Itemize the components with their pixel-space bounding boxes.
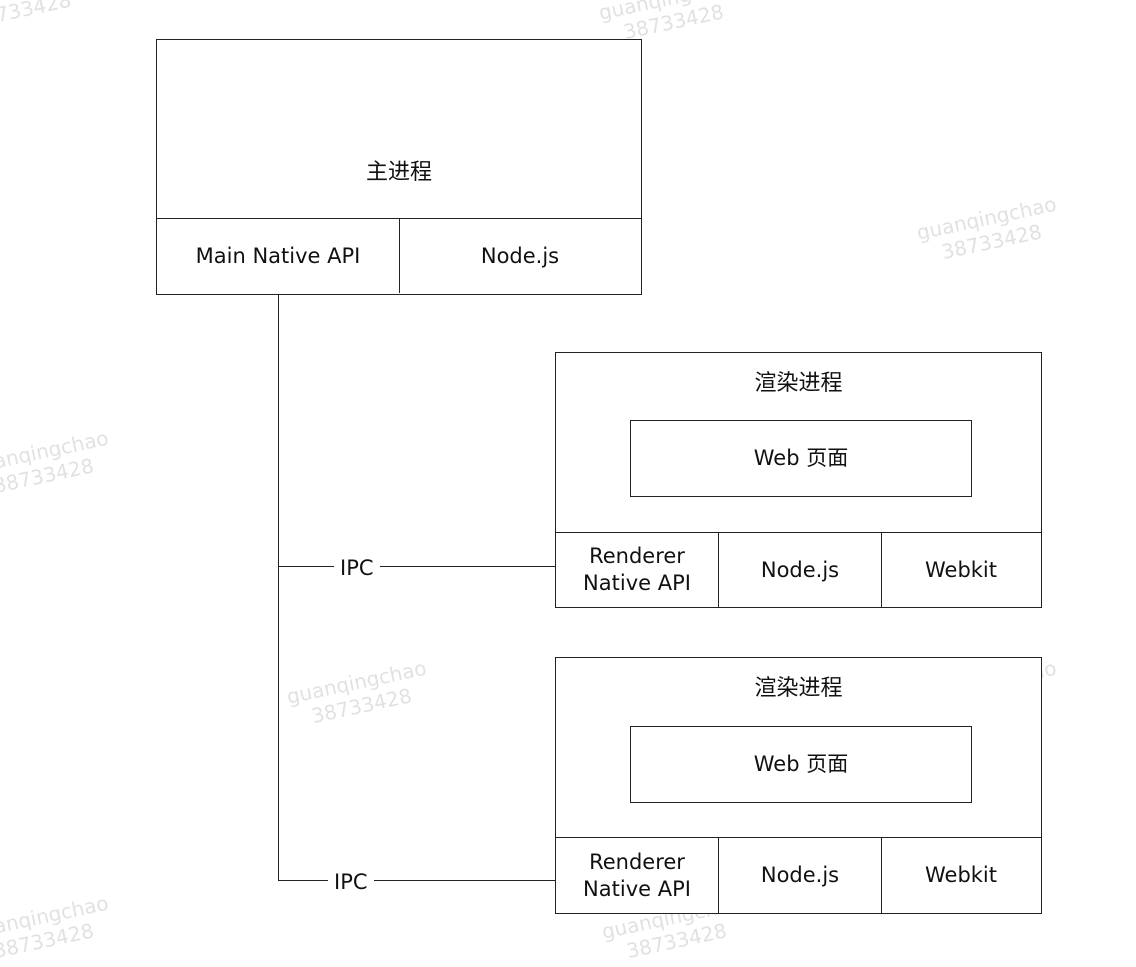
ipc-label-1: IPC <box>334 555 380 581</box>
main-process-box: 主进程 Main Native API Node.js <box>156 39 642 295</box>
ipc-connector-1 <box>278 566 556 567</box>
renderer-process-box-1: 渲染进程 Web 页面 Renderer Native API Node.js … <box>555 352 1042 608</box>
main-process-divider <box>157 218 641 219</box>
renderer-divider-1 <box>556 532 1041 533</box>
web-page-box-2: Web 页面 <box>630 726 972 803</box>
renderer-process-title-1: 渲染进程 <box>754 371 843 396</box>
main-trunk-connector <box>278 294 279 881</box>
renderer-nodejs-cell-1: Node.js <box>719 533 882 607</box>
renderer-divider-2 <box>556 837 1041 838</box>
main-process-title: 主进程 <box>365 160 432 185</box>
renderer-process-box-2: 渲染进程 Web 页面 Renderer Native API Node.js … <box>555 657 1042 914</box>
renderer-webkit-cell-2: Webkit <box>924 863 997 887</box>
renderer-webkit-cell-1: Webkit <box>924 557 997 582</box>
ipc-label-2: IPC <box>328 869 374 895</box>
watermark: 38733428 <box>0 0 74 33</box>
web-page-box-1: Web 页面 <box>630 420 972 497</box>
renderer-process-title-2: 渲染进程 <box>754 676 843 701</box>
renderer-native-api-cell-1: Renderer Native API <box>556 533 719 607</box>
main-native-api-cell: Main Native API <box>157 219 400 293</box>
renderer-native-api-cell-2: Renderer Native API <box>556 838 719 913</box>
renderer-nodejs-cell-2: Node.js <box>719 838 882 913</box>
ipc-connector-2 <box>278 880 556 881</box>
main-nodejs-cell: Node.js <box>480 243 560 268</box>
